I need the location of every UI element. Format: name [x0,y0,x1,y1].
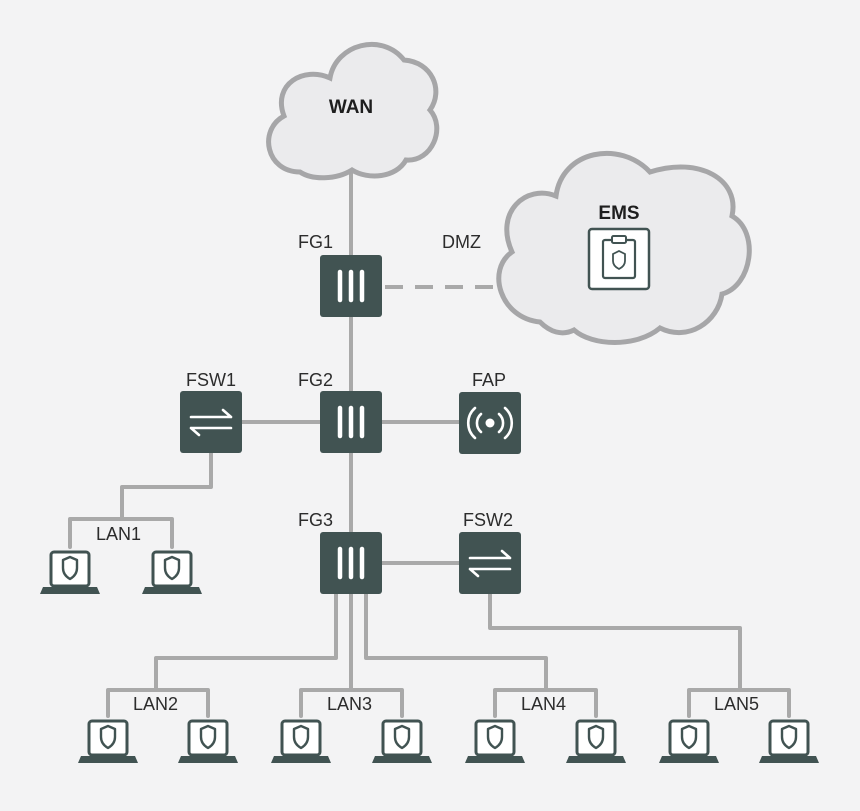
lan4-label: LAN4 [521,694,566,714]
ems-label: EMS [598,203,639,224]
fsw1-switch-icon [178,389,244,455]
wan-cloud: WAN [266,41,440,181]
fg3-label: FG3 [298,510,333,530]
lan2-bracket [106,688,210,718]
laptop-shield-icon [176,719,240,765]
fg2-firewall-icon [320,391,382,453]
cloud-icon [266,41,440,181]
ems-cloud: EMS [496,150,752,345]
lan5-bracket [687,688,791,718]
lan3-label: LAN3 [327,694,372,714]
fg3-firewall-icon [320,532,382,594]
fap-wireless-access-point-icon [459,392,521,454]
lan5-label: LAN5 [714,694,759,714]
fsw1-label: FSW1 [186,370,236,390]
laptop-shield-icon [76,719,140,765]
dmz-label: DMZ [442,232,481,252]
link-fg3-lan4 [364,592,548,692]
lan1-label: LAN1 [96,524,141,544]
fsw2-switch-icon [457,530,523,596]
laptop-shield-icon [269,719,333,765]
lan4-endpoints [463,719,628,765]
link-fsw1-lan1 [120,450,213,521]
laptop-shield-icon [564,719,628,765]
laptop-shield-icon [38,550,102,596]
links [68,168,791,718]
link-fg3-lan2 [154,592,338,692]
laptop-shield-icon [140,550,204,596]
lan3-bracket [299,688,404,718]
fg1-firewall-icon [320,255,382,317]
fg1-label: FG1 [298,232,333,252]
ems-server-icon [587,227,651,291]
lan3-endpoints [269,719,434,765]
lan1-bracket [68,517,174,549]
laptop-shield-icon [370,719,434,765]
lan4-bracket [493,688,598,718]
fsw2-label: FSW2 [463,510,513,530]
laptop-shield-icon [757,719,821,765]
lan1-endpoints [38,550,204,596]
wan-label: WAN [329,97,373,118]
laptop-shield-icon [463,719,527,765]
lan5-endpoints [657,719,821,765]
fg2-label: FG2 [298,370,333,390]
link-fsw2-lan5 [488,592,742,692]
laptop-shield-icon [657,719,721,765]
lan2-label: LAN2 [133,694,178,714]
lan2-endpoints [76,719,240,765]
fap-label: FAP [472,370,506,390]
